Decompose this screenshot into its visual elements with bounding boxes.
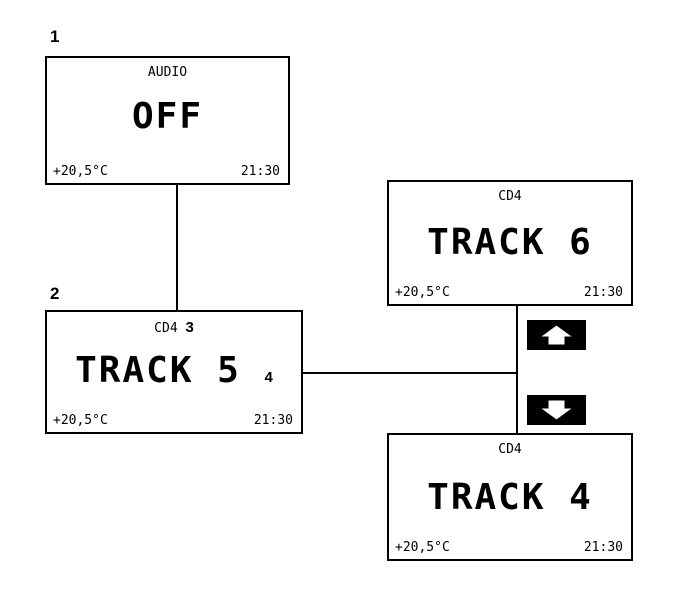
callout-number-3: 3 xyxy=(185,319,194,336)
display-temperature: +20,5°C xyxy=(395,285,450,300)
step-number-1: 1 xyxy=(50,27,60,46)
display-header: CD4 xyxy=(498,442,522,457)
display-header: CD4 3 xyxy=(47,319,301,336)
display-main-text: TRACK 4 xyxy=(427,477,593,518)
display-track-4: CD4 TRACK 4 +20,5°C 21:30 xyxy=(387,433,633,561)
connector-off-to-track5 xyxy=(176,184,178,312)
display-audio-off: AUDIO OFF +20,5°C 21:30 xyxy=(45,56,290,185)
up-arrow-button[interactable] xyxy=(527,320,586,350)
display-temperature: +20,5°C xyxy=(53,413,108,428)
callout-number-4: 4 xyxy=(264,369,273,386)
display-track-6: CD4 TRACK 6 +20,5°C 21:30 xyxy=(387,180,633,306)
display-temperature: +20,5°C xyxy=(53,164,108,179)
display-header: CD4 xyxy=(498,189,522,204)
arrow-down-icon xyxy=(538,399,575,421)
display-main-text: TRACK 5 4 xyxy=(47,350,301,391)
display-time: 21:30 xyxy=(240,164,280,179)
down-arrow-button[interactable] xyxy=(527,395,586,425)
step-number-2: 2 xyxy=(50,284,60,303)
display-time: 21:30 xyxy=(583,285,623,300)
display-header: AUDIO xyxy=(147,65,188,80)
display-main-text: OFF xyxy=(131,96,204,137)
display-time: 21:30 xyxy=(583,540,623,555)
arrow-up-icon xyxy=(538,324,575,346)
display-track-5: CD4 3 TRACK 5 4 +20,5°C 21:30 xyxy=(45,310,303,434)
connector-vertical-column xyxy=(516,305,518,435)
connector-track5-to-column xyxy=(302,372,518,374)
display-track-text: TRACK 5 xyxy=(75,350,241,391)
display-temperature: +20,5°C xyxy=(395,540,450,555)
display-time: 21:30 xyxy=(253,413,293,428)
display-main-text: TRACK 6 xyxy=(427,222,593,263)
display-header-text: CD4 xyxy=(154,321,178,336)
